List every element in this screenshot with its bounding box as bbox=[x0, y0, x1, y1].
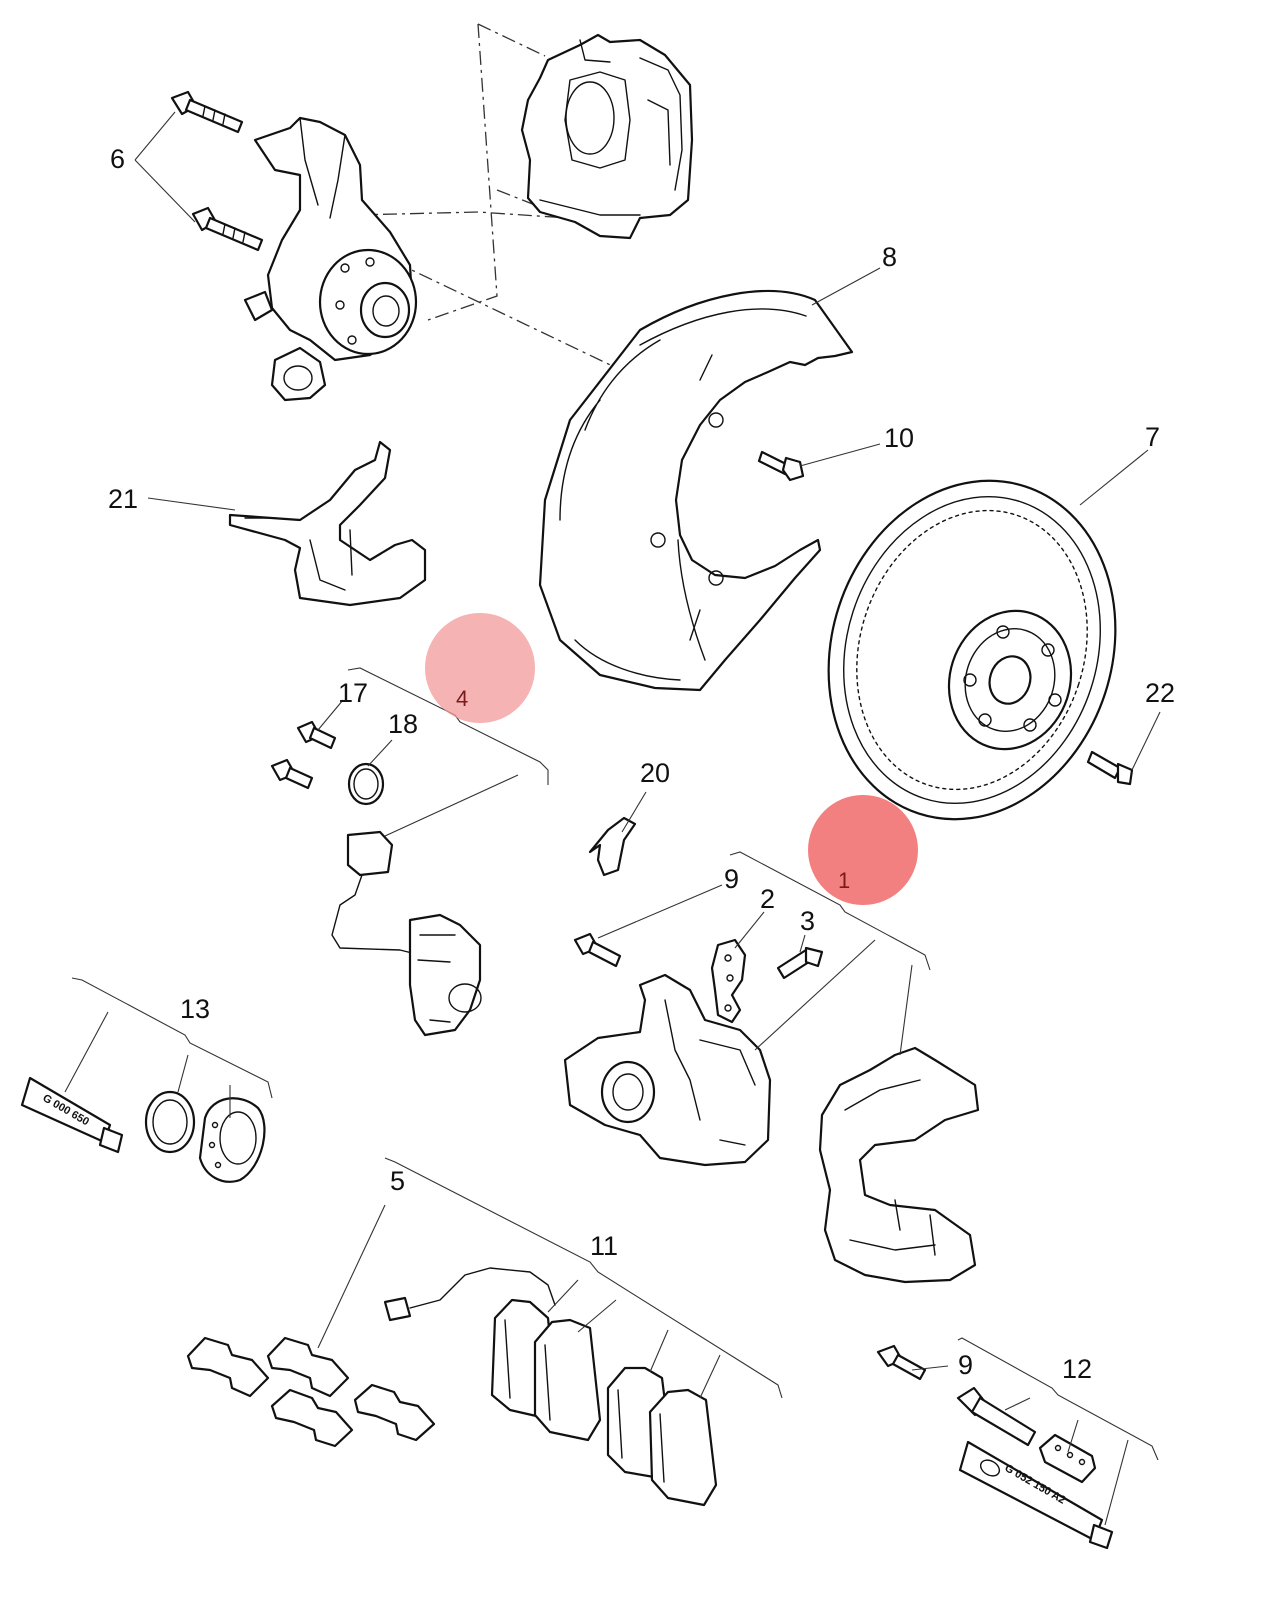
steering-knuckle[interactable] bbox=[243, 116, 418, 402]
label-10: 10 bbox=[884, 423, 914, 453]
label-22: 22 bbox=[1145, 678, 1175, 708]
shield-bolt[interactable] bbox=[757, 450, 805, 482]
label-6: 6 bbox=[110, 144, 125, 174]
hotspot-4[interactable]: 4 bbox=[425, 613, 535, 723]
carrier-bolt[interactable] bbox=[876, 1344, 927, 1381]
mounting-bracket[interactable] bbox=[228, 440, 427, 607]
callout-labels: 6 8 10 7 21 22 17 18 20 9 2 3 13 5 11 9 … bbox=[108, 144, 1175, 1384]
caliper-guide-plate[interactable] bbox=[710, 938, 747, 1024]
label-17: 17 bbox=[338, 678, 368, 708]
guide-pin-boot[interactable] bbox=[1038, 1433, 1097, 1484]
knuckle-bolt-upper[interactable] bbox=[170, 90, 244, 134]
label-13: 13 bbox=[180, 994, 210, 1024]
pad-spring-clip-3[interactable] bbox=[270, 1388, 354, 1448]
label-7: 7 bbox=[1145, 422, 1160, 452]
retaining-clip[interactable] bbox=[588, 816, 637, 877]
brake-disc[interactable] bbox=[786, 443, 1159, 857]
label-9-bottom: 9 bbox=[958, 1350, 973, 1380]
pad-spring-clip-4[interactable] bbox=[353, 1383, 436, 1442]
brake-caliper-bottom[interactable] bbox=[563, 973, 772, 1167]
bleeder-valve[interactable] bbox=[776, 946, 824, 980]
parking-brake-motor[interactable] bbox=[408, 913, 482, 1037]
label-18: 18 bbox=[388, 709, 418, 739]
caliper-carrier[interactable] bbox=[818, 1046, 980, 1284]
knuckle-bolt-lower[interactable] bbox=[191, 206, 264, 252]
label-20: 20 bbox=[640, 758, 670, 788]
wear-indicator-wire[interactable] bbox=[383, 1267, 556, 1322]
hotspot-1[interactable]: 1 bbox=[808, 795, 918, 905]
leader-lines bbox=[64, 111, 1161, 1526]
hotspot-1-circle[interactable] bbox=[808, 795, 918, 905]
brake-splash-shield[interactable] bbox=[538, 289, 854, 692]
hotspot-4-label: 4 bbox=[456, 686, 468, 711]
label-9-top: 9 bbox=[724, 864, 739, 894]
pad-spring-clip-2[interactable] bbox=[266, 1336, 350, 1398]
o-ring[interactable] bbox=[347, 762, 385, 806]
grease-tube-left[interactable]: G 000 650 bbox=[20, 1076, 124, 1154]
sensor-bolt-lower[interactable] bbox=[270, 758, 314, 790]
alignment-dashed-lines bbox=[355, 23, 626, 373]
label-11: 11 bbox=[590, 1231, 618, 1261]
label-21: 21 bbox=[108, 484, 138, 514]
sensor-bolt-upper[interactable] bbox=[296, 720, 337, 750]
pad-spring-clip-1[interactable] bbox=[186, 1336, 270, 1398]
label-5: 5 bbox=[390, 1166, 405, 1196]
label-2: 2 bbox=[760, 884, 775, 914]
label-12: 12 bbox=[1062, 1354, 1092, 1384]
seal-ring[interactable] bbox=[144, 1090, 196, 1154]
wheel-bearing[interactable] bbox=[198, 1097, 266, 1183]
label-3: 3 bbox=[800, 906, 815, 936]
disc-retaining-screw[interactable] bbox=[1086, 750, 1134, 786]
brake-pad-2[interactable] bbox=[533, 1318, 602, 1442]
guide-pin[interactable] bbox=[956, 1386, 1037, 1447]
brake-pad-4[interactable] bbox=[648, 1388, 718, 1507]
label-8: 8 bbox=[882, 242, 897, 272]
caliper-bolt-mid[interactable] bbox=[573, 932, 622, 968]
brake-caliper-top[interactable] bbox=[520, 33, 694, 240]
hotspot-1-label: 1 bbox=[838, 868, 850, 893]
hotspot-4-circle[interactable] bbox=[425, 613, 535, 723]
